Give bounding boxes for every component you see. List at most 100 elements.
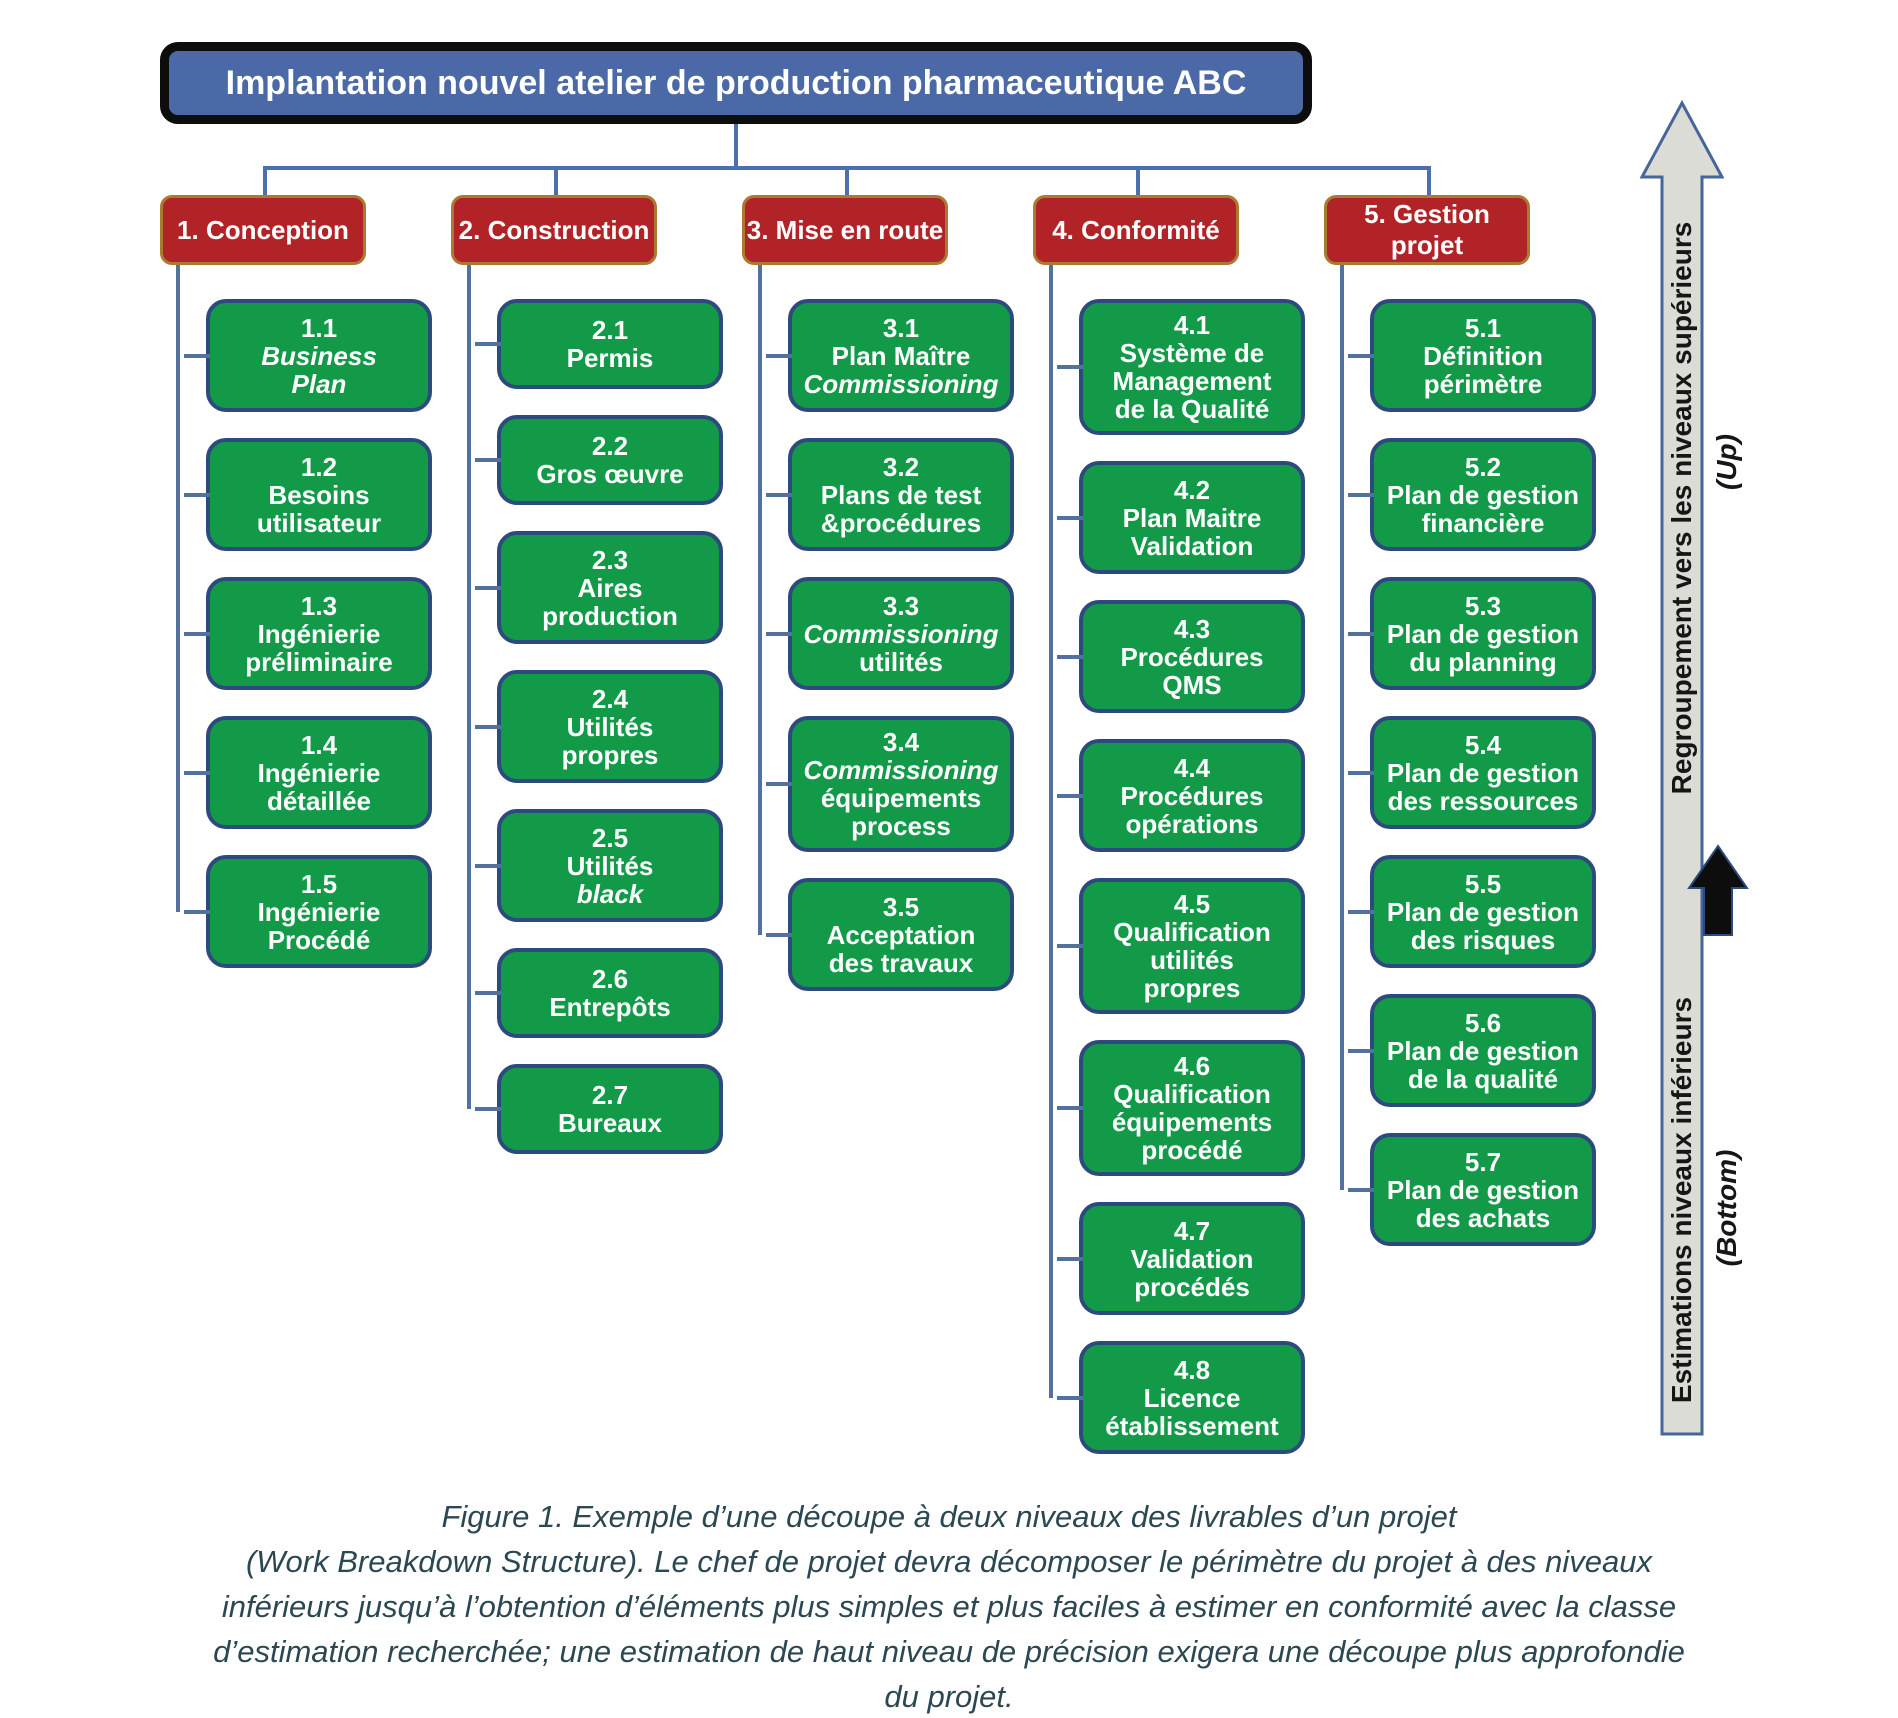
project-title-box: Implantation nouvel atelier de productio… bbox=[160, 42, 1312, 124]
wbs-item-id: 5.6 bbox=[1464, 1007, 1502, 1038]
connector-title-stem bbox=[734, 124, 738, 168]
wbs-item-4-7: 4.7 Validation procédés bbox=[1057, 1202, 1305, 1315]
wbs-item-text: Bureaux bbox=[557, 1108, 663, 1138]
branch-3: 3.1 Plan Maître Commissioning 3.2 Plans … bbox=[742, 265, 1018, 991]
wbs-item-text: Ingénierie bbox=[257, 618, 381, 649]
wbs-item-text: process bbox=[851, 811, 951, 841]
wbs-item-4-8: 4.8 Licence établissement bbox=[1057, 1341, 1305, 1454]
branch-4: 4.1 Système de Management de la Qualité … bbox=[1033, 265, 1309, 1454]
wbs-item-text: Procédures bbox=[1120, 780, 1264, 811]
up-arrow-icon bbox=[1640, 100, 1724, 1436]
wbs-item-text: des ressources bbox=[1387, 785, 1579, 816]
wbs-item-text: utilités bbox=[1150, 945, 1234, 975]
wbs-item-text: opérations bbox=[1125, 808, 1259, 839]
wbs-item-id: 1.5 bbox=[300, 868, 338, 899]
wbs-item-id: 4.7 bbox=[1173, 1215, 1211, 1246]
wbs-item-text: Qualification bbox=[1113, 1079, 1271, 1109]
wbs-item-2-5: 2.5 Utilités black bbox=[475, 809, 723, 922]
wbs-item-2-6: 2.6 Entrepôts bbox=[475, 948, 723, 1038]
wbs-item-text: QMS bbox=[1162, 669, 1222, 700]
wbs-item-text: Plan de gestion bbox=[1386, 618, 1580, 649]
wbs-item-text: Validation bbox=[1130, 1243, 1254, 1274]
wbs-item-3-1: 3.1 Plan Maître Commissioning bbox=[766, 299, 1014, 412]
category-header-5: 5. Gestion projet bbox=[1324, 195, 1530, 265]
wbs-item-text: Commissioning bbox=[803, 755, 999, 785]
wbs-item-id: 3.2 bbox=[882, 451, 920, 482]
wbs-item-id: 3.4 bbox=[882, 727, 920, 757]
wbs-item-2-4: 2.4 Utilités propres bbox=[475, 670, 723, 783]
wbs-item-id: 4.6 bbox=[1173, 1051, 1211, 1081]
wbs-item-id: 1.2 bbox=[300, 451, 338, 482]
wbs-item-id: 2.5 bbox=[591, 822, 629, 853]
column-mise-en-route: 3. Mise en route 3.1 Plan Maître Commiss… bbox=[742, 195, 1018, 1454]
wbs-item-4-5: 4.5 Qualification utilités propres bbox=[1057, 878, 1305, 1014]
wbs-item-4-4: 4.4 Procédures opérations bbox=[1057, 739, 1305, 852]
wbs-item-text: Ingénierie bbox=[257, 757, 381, 788]
wbs-item-text: Plan de gestion bbox=[1386, 1035, 1580, 1066]
wbs-item-id: 2.6 bbox=[591, 964, 629, 994]
category-header-1: 1. Conception bbox=[160, 195, 366, 265]
wbs-item-text: Procédures bbox=[1120, 641, 1264, 672]
wbs-item-text: préliminaire bbox=[245, 646, 393, 677]
wbs-item-text: Plan bbox=[291, 368, 347, 399]
category-header-2: 2. Construction bbox=[451, 195, 657, 265]
side-label-regroupement: Regroupement vers les niveaux supérieurs bbox=[1666, 221, 1697, 795]
branch-2: 2.1 Permis 2.2 Gros œuvre 2.3 Aires prod… bbox=[451, 265, 727, 1154]
wbs-item-id: 3.3 bbox=[882, 590, 920, 621]
wbs-item-id: 4.2 bbox=[1173, 474, 1211, 505]
wbs-item-text: Business bbox=[261, 340, 377, 371]
wbs-item-id: 5.2 bbox=[1464, 451, 1502, 482]
wbs-item-id: 1.3 bbox=[300, 590, 338, 621]
wbs-item-5-2: 5.2 Plan de gestion financière bbox=[1348, 438, 1596, 551]
wbs-item-2-3: 2.3 Aires production bbox=[475, 531, 723, 644]
wbs-item-id: 3.1 bbox=[882, 312, 920, 343]
wbs-item-text: production bbox=[542, 600, 678, 631]
wbs-item-text: de la qualité bbox=[1407, 1063, 1559, 1094]
wbs-item-text: Plan de gestion bbox=[1386, 896, 1580, 927]
wbs-item-text: procédé bbox=[1141, 1135, 1243, 1165]
wbs-item-1-2: 1.2 Besoins utilisateur bbox=[184, 438, 432, 551]
wbs-item-text: propres bbox=[1143, 973, 1241, 1003]
column-conformite: 4. Conformité 4.1 Système de Management … bbox=[1033, 195, 1309, 1454]
wbs-item-id: 2.3 bbox=[591, 544, 629, 575]
caption-line: Figure 1. Exemple d’une découpe à deux n… bbox=[441, 1499, 1457, 1534]
caption-line: d’estimation recherchée; une estimation … bbox=[213, 1634, 1685, 1669]
wbs-item-3-5: 3.5 Acceptation des travaux bbox=[766, 878, 1014, 991]
wbs-item-text: de la Qualité bbox=[1114, 394, 1270, 424]
caption-line: du projet. bbox=[884, 1679, 1014, 1714]
wbs-item-3-4: 3.4 Commissioning équipements process bbox=[766, 716, 1014, 852]
wbs-item-5-5: 5.5 Plan de gestion des risques bbox=[1348, 855, 1596, 968]
wbs-item-text: Plan de gestion bbox=[1386, 479, 1580, 510]
wbs-item-id: 3.5 bbox=[882, 891, 920, 922]
wbs-item-id: 4.3 bbox=[1173, 613, 1211, 644]
wbs-item-text: procédés bbox=[1134, 1271, 1250, 1302]
wbs-item-text: utilisateur bbox=[256, 507, 382, 538]
wbs-item-text: Plan Maitre bbox=[1122, 502, 1262, 533]
side-label-up: (Up) bbox=[1711, 434, 1742, 490]
wbs-item-text: Entrepôts bbox=[549, 992, 671, 1022]
wbs-item-id: 5.1 bbox=[1464, 312, 1502, 343]
column-construction: 2. Construction 2.1 Permis 2.2 Gros œuvr… bbox=[451, 195, 727, 1454]
wbs-item-text: Gros œuvre bbox=[536, 459, 684, 489]
wbs-item-4-2: 4.2 Plan Maitre Validation bbox=[1057, 461, 1305, 574]
wbs-item-text: des achats bbox=[1415, 1202, 1551, 1233]
category-header-4: 4. Conformité bbox=[1033, 195, 1239, 265]
project-title: Implantation nouvel atelier de productio… bbox=[225, 63, 1247, 102]
wbs-item-text: équipements bbox=[820, 783, 982, 813]
connector-drop-5 bbox=[1427, 168, 1431, 197]
wbs-item-id: 1.4 bbox=[300, 729, 338, 760]
wbs-item-text: utilités bbox=[859, 646, 943, 677]
wbs-item-text: Plan de gestion bbox=[1386, 757, 1580, 788]
wbs-item-text: du planning bbox=[1409, 646, 1557, 677]
wbs-item-id: 2.2 bbox=[591, 431, 629, 461]
wbs-item-3-2: 3.2 Plans de test &procédures bbox=[766, 438, 1014, 551]
wbs-item-id: 4.4 bbox=[1173, 752, 1211, 783]
wbs-item-5-6: 5.6 Plan de gestion de la qualité bbox=[1348, 994, 1596, 1107]
figure-caption: Figure 1. Exemple d’une découpe à deux n… bbox=[110, 1494, 1788, 1718]
wbs-item-text: Plan de gestion bbox=[1386, 1174, 1580, 1205]
wbs-item-text: &procédures bbox=[820, 507, 982, 538]
connector-drop-3 bbox=[845, 168, 849, 197]
wbs-columns: 1. Conception 1.1 Business Plan 1.2 Beso… bbox=[160, 195, 1600, 1454]
wbs-item-1-1: 1.1 Business Plan bbox=[184, 299, 432, 412]
